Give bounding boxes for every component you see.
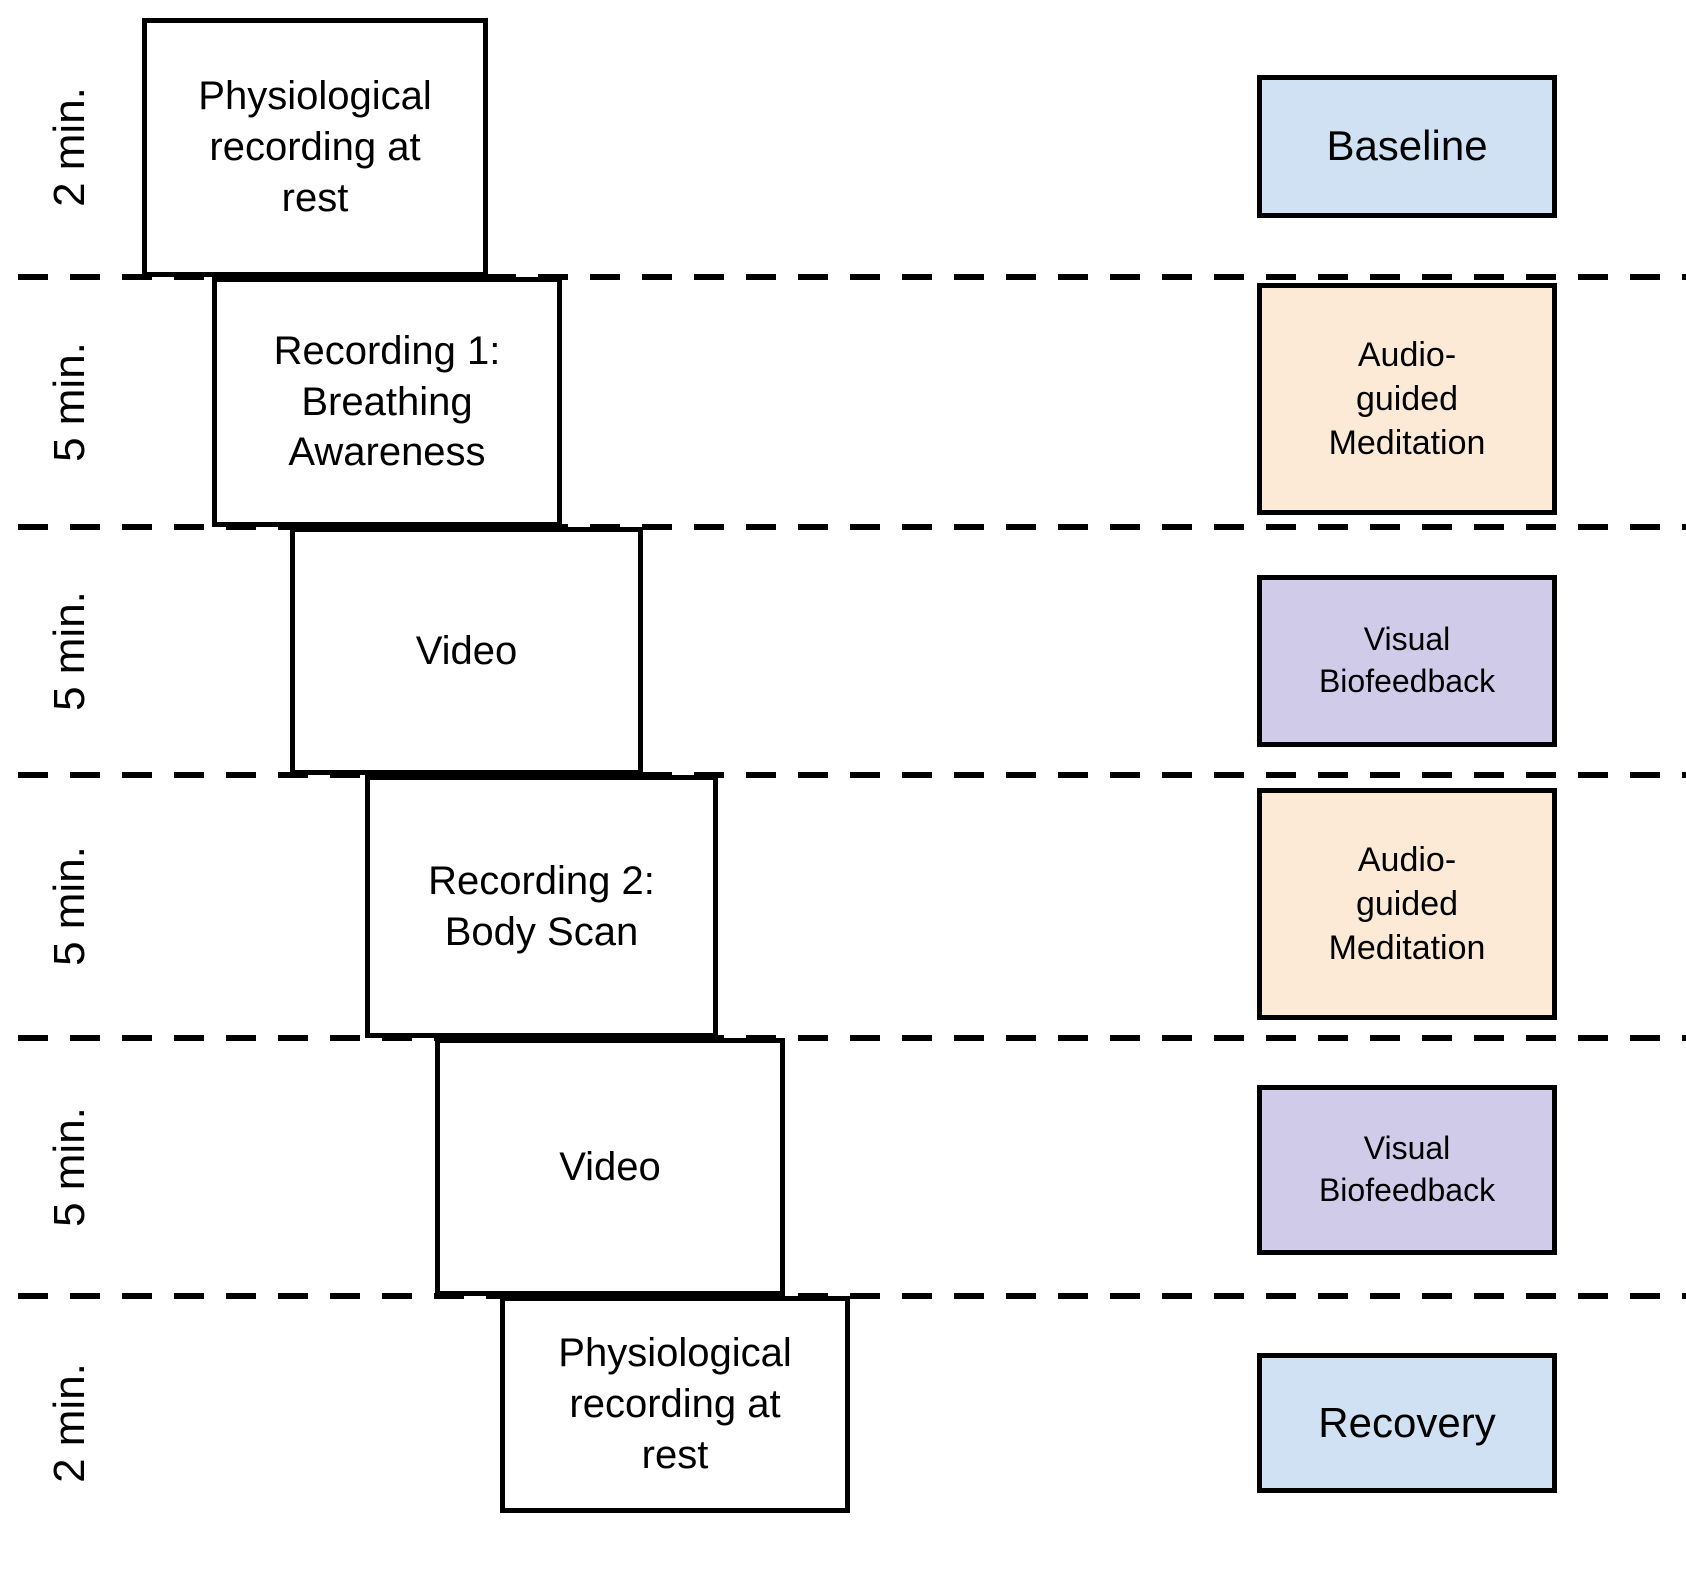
row-divider-2: [18, 524, 1686, 530]
step-box-video-1: Video: [290, 527, 643, 775]
phase-box-audio-guided-meditation-1: Audio- guided Meditation: [1257, 283, 1557, 515]
row-divider-3: [18, 772, 1686, 778]
phase-box-baseline: Baseline: [1257, 75, 1557, 218]
step-box-physiological-recording-baseline: Physiological recording at rest: [142, 18, 488, 277]
row-duration-label-2: 5 min.: [45, 342, 94, 462]
phase-box-audio-guided-meditation-2: Audio- guided Meditation: [1257, 788, 1557, 1020]
row-duration-label-6: 2 min.: [45, 1363, 94, 1483]
row-duration-label-3: 5 min.: [45, 591, 94, 711]
row-divider-1: [18, 274, 1686, 280]
step-box-recording-1-breathing-awareness: Recording 1: Breathing Awareness: [212, 277, 562, 527]
row-duration-label-4: 5 min.: [45, 846, 94, 966]
row-divider-4: [18, 1035, 1686, 1041]
phase-box-recovery: Recovery: [1257, 1353, 1557, 1493]
phase-box-visual-biofeedback-1: Visual Biofeedback: [1257, 575, 1557, 747]
step-box-video-2: Video: [435, 1038, 785, 1296]
row-divider-5: [18, 1293, 1686, 1299]
phase-box-visual-biofeedback-2: Visual Biofeedback: [1257, 1085, 1557, 1255]
row-duration-label-1: 2 min.: [45, 87, 94, 207]
row-duration-label-5: 5 min.: [45, 1107, 94, 1227]
step-box-recording-2-body-scan: Recording 2: Body Scan: [365, 775, 718, 1038]
step-box-physiological-recording-recovery: Physiological recording at rest: [500, 1296, 850, 1513]
